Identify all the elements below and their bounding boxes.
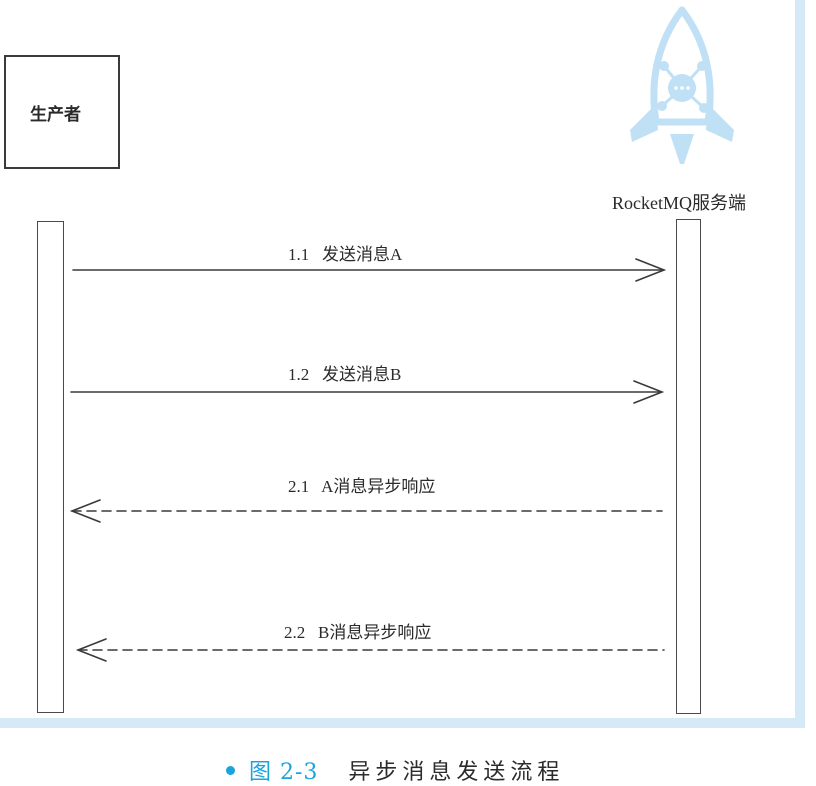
figure-title: 异步消息发送流程	[348, 760, 565, 785]
message-text: A消息异步响应	[321, 477, 436, 496]
server-label: RocketMQ服务端	[612, 193, 746, 213]
message-number: 2.1	[288, 477, 310, 496]
message-text: 发送消息B	[322, 365, 402, 384]
message-arrow-4	[75, 638, 665, 662]
message-label-3: 2.1 A消息异步响应	[288, 472, 435, 497]
message-text: 发送消息A	[322, 245, 403, 264]
frame-bottom-border	[0, 718, 805, 728]
producer-lifeline	[37, 221, 64, 713]
message-arrow-3	[69, 499, 663, 523]
message-number: 1.1	[288, 245, 310, 264]
server-lifeline	[676, 219, 701, 714]
rocket-icon	[630, 6, 734, 164]
message-arrow-1	[72, 258, 667, 282]
message-label-1: 1.1 发送消息A	[288, 240, 402, 265]
figure-caption: 图 2-3 异步消息发送流程	[226, 754, 564, 786]
bullet-icon	[226, 765, 235, 775]
message-number: 1.2	[288, 365, 310, 384]
message-label-2: 1.2 发送消息B	[288, 360, 401, 385]
figure-number: 图 2-3	[249, 760, 319, 785]
message-number: 2.2	[284, 623, 306, 642]
message-arrow-2	[70, 380, 665, 404]
producer-label: 生产者	[30, 105, 81, 125]
message-text: B消息异步响应	[318, 623, 432, 642]
frame-right-border	[795, 0, 805, 728]
message-label-4: 2.2 B消息异步响应	[284, 618, 431, 643]
producer-box	[4, 55, 120, 169]
